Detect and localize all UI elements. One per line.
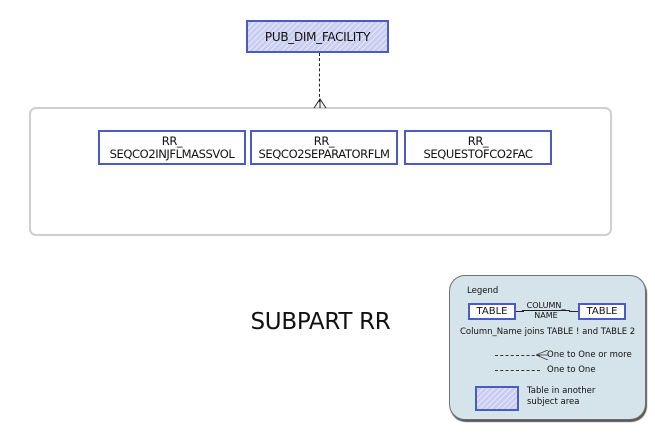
table-label-line2: SEQCO2SEPARATORFLM bbox=[258, 146, 390, 161]
legend-one-to-one-label: One to One bbox=[547, 365, 596, 375]
legend-join-text: Column_Name joins TABLE ! and TABLE 2 bbox=[460, 327, 636, 337]
legend-one-to-many-line bbox=[495, 355, 540, 356]
legend-table-a: TABLE bbox=[468, 303, 516, 320]
legend-join-line-right bbox=[569, 311, 578, 312]
legend-column-bottom: NAME bbox=[534, 311, 558, 320]
table-label-line1: RR_ bbox=[313, 133, 335, 148]
external-table-label: PUB_DIM_FACILITY bbox=[264, 29, 371, 44]
external-table-pub-dim-facility[interactable]: PUB_DIM_FACILITY bbox=[246, 20, 389, 53]
legend-external-table-label: Table in another subject area bbox=[527, 386, 607, 408]
table-label-line2: SEQCO2INJFLMASSVOL bbox=[109, 146, 235, 161]
crow-foot-icon bbox=[536, 350, 548, 360]
table-label-line1: RR_ bbox=[467, 133, 489, 148]
table-label-line2: SEQUESTOFCO2FAC bbox=[423, 146, 533, 161]
crow-foot-icon bbox=[313, 98, 327, 109]
table-rr-seqco2separatorflm[interactable]: RR_ SEQCO2SEPARATORFLM bbox=[250, 130, 398, 165]
legend-table-b: TABLE bbox=[578, 303, 626, 320]
legend-external-table-swatch bbox=[475, 386, 519, 411]
subject-area-title: SUBPART RR bbox=[250, 309, 391, 335]
table-label-line1: RR_ bbox=[161, 133, 183, 148]
legend-one-to-one-line bbox=[495, 370, 540, 371]
legend-column-name: COLUMN_ NAME bbox=[522, 301, 570, 320]
legend-join-line-left bbox=[516, 311, 524, 312]
relationship-connector bbox=[319, 53, 320, 102]
legend-external-line2: subject area bbox=[527, 397, 580, 407]
table-rr-sequestofco2fac[interactable]: RR_ SEQUESTOFCO2FAC bbox=[404, 130, 552, 165]
legend-panel: Legend TABLE COLUMN_ NAME TABLE Column_N… bbox=[449, 275, 646, 420]
legend-title: Legend bbox=[467, 286, 499, 296]
legend-one-to-many-label: One to One or more bbox=[547, 350, 632, 360]
legend-column-top: COLUMN_ bbox=[522, 301, 570, 311]
legend-external-line1: Table in another bbox=[527, 386, 596, 396]
subject-area-subpart-rr: SUBPART RR bbox=[29, 107, 612, 335]
table-rr-seqco2injflmassvol[interactable]: RR_ SEQCO2INJFLMASSVOL bbox=[98, 130, 246, 165]
